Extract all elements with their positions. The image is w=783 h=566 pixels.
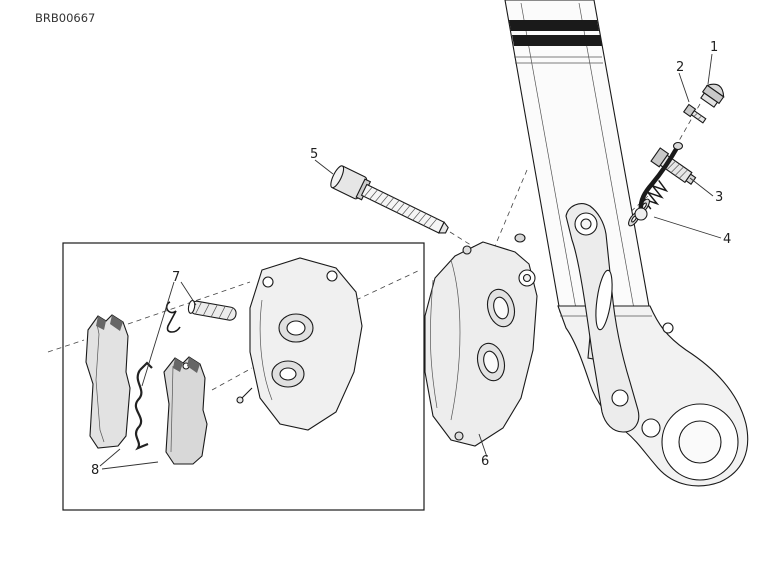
callout-5[interactable]: 5 <box>310 147 318 162</box>
brake-line-cap <box>700 83 725 108</box>
callout-leader-lines <box>99 53 722 470</box>
pad-pin <box>187 299 237 321</box>
callout-6[interactable]: 6 <box>481 454 489 469</box>
callout-8[interactable]: 8 <box>91 463 99 478</box>
callout-4[interactable]: 4 <box>723 232 731 247</box>
brake-caliper <box>424 233 538 447</box>
brake-hose <box>634 141 684 221</box>
brake-pad-inner <box>163 356 208 465</box>
caliper-bracket <box>565 203 640 433</box>
drawing-code: BRB00667 <box>35 11 95 25</box>
bleed-screw <box>682 103 707 124</box>
fork-bottom <box>557 305 749 487</box>
caliper-bolt <box>330 165 449 234</box>
caliper-inner-half <box>236 257 363 431</box>
callout-7[interactable]: 7 <box>172 270 180 285</box>
callout-3[interactable]: 3 <box>715 190 723 205</box>
callout-2[interactable]: 2 <box>676 60 684 75</box>
inset-detail-box <box>62 242 425 511</box>
pad-spring-clip <box>134 361 153 451</box>
pad-pin-clip <box>165 301 181 333</box>
callout-1[interactable]: 1 <box>710 40 718 55</box>
brake-pad-outer <box>85 314 131 449</box>
